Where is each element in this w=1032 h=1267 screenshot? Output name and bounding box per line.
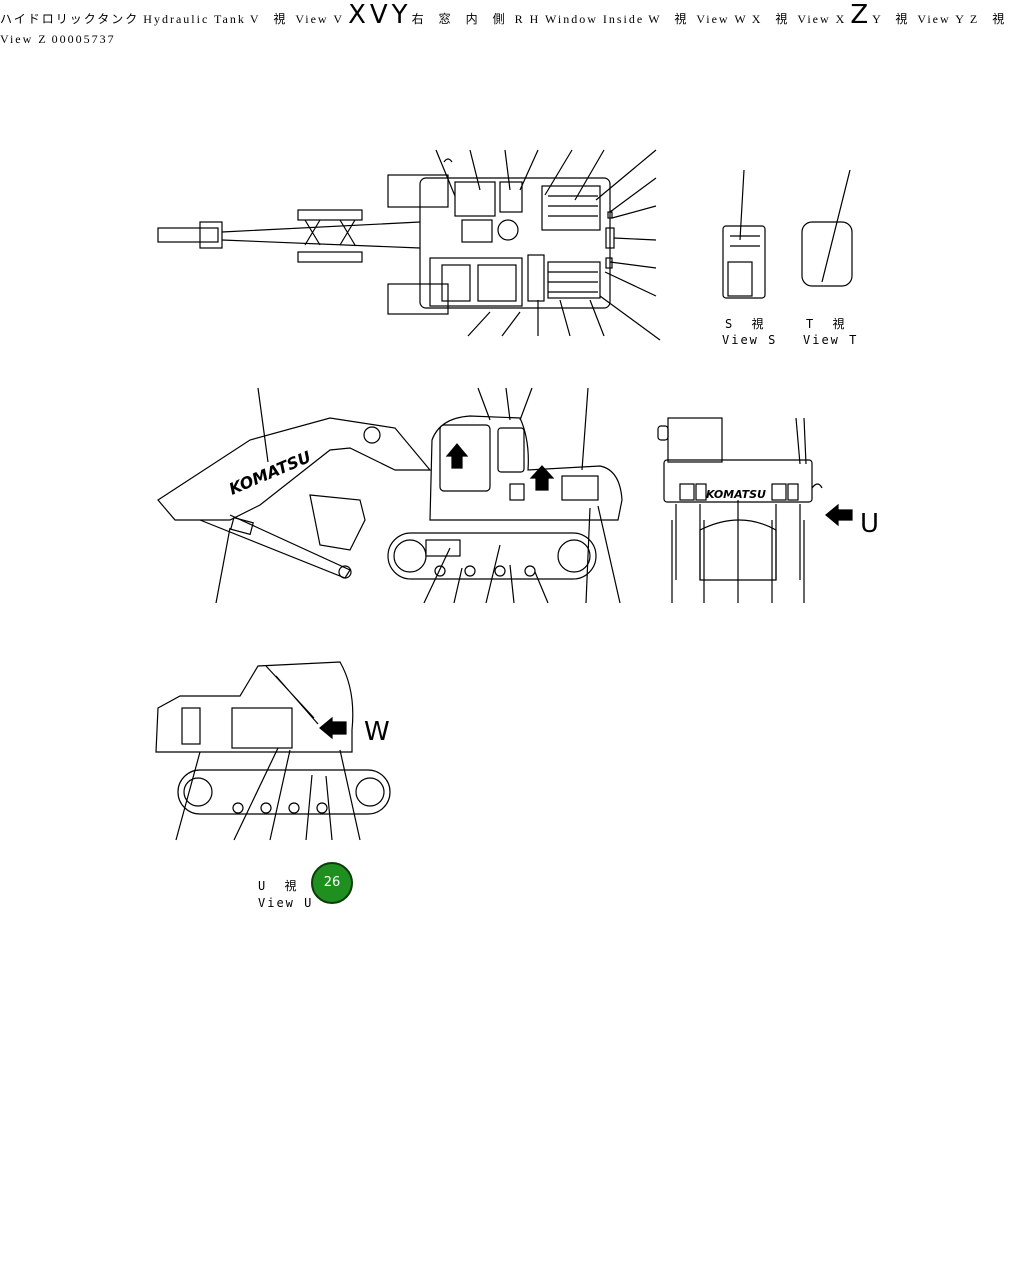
drawing-number: 00005737 bbox=[51, 32, 116, 46]
view-s-drawing bbox=[722, 169, 766, 299]
callout-z: Z bbox=[850, 0, 869, 30]
view-u-en: View U bbox=[258, 896, 313, 910]
view-z-jp: Z 視 bbox=[969, 12, 1011, 26]
view-w-jp: W 視 bbox=[648, 12, 693, 26]
view-x-en: View X bbox=[797, 12, 847, 26]
callout-w: W bbox=[364, 717, 390, 747]
view-v-en: View V bbox=[295, 12, 345, 26]
view-t-en: View T bbox=[803, 333, 858, 347]
view-s-jp: S 視 bbox=[725, 316, 769, 331]
rh-window-en: R H Window Inside bbox=[514, 12, 645, 26]
view-y-en: View Y bbox=[917, 12, 966, 26]
hydraulic-tank-en: Hydraulic Tank bbox=[143, 12, 246, 26]
view-u-drawing bbox=[155, 661, 391, 841]
rear-brand-text: KOMATSU bbox=[706, 488, 766, 501]
hydraulic-tank-jp: ハイドロリックタンク bbox=[0, 12, 140, 26]
rear-view-excavator bbox=[657, 417, 853, 603]
page-badge[interactable]: 26 bbox=[311, 862, 353, 904]
rh-window-jp: 右 窓 内 側 bbox=[411, 12, 511, 26]
view-s-en: View S bbox=[722, 333, 777, 347]
callout-y: Y bbox=[391, 0, 408, 30]
view-y-jp: Y 視 bbox=[872, 12, 914, 26]
view-t-drawing bbox=[801, 169, 853, 287]
callout-v: V bbox=[369, 0, 388, 30]
top-view-excavator bbox=[157, 149, 661, 341]
view-v-jp: V 視 bbox=[249, 12, 292, 26]
view-t-jp: T 視 bbox=[806, 316, 850, 331]
side-view-excavator bbox=[157, 387, 623, 604]
callout-u: U bbox=[860, 509, 879, 539]
view-u-jp: U 視 bbox=[258, 878, 302, 893]
view-z-en: View Z bbox=[0, 32, 48, 46]
view-w-en: View W bbox=[696, 12, 748, 26]
callout-x: X bbox=[348, 0, 366, 30]
view-x-jp: X 視 bbox=[751, 12, 794, 26]
